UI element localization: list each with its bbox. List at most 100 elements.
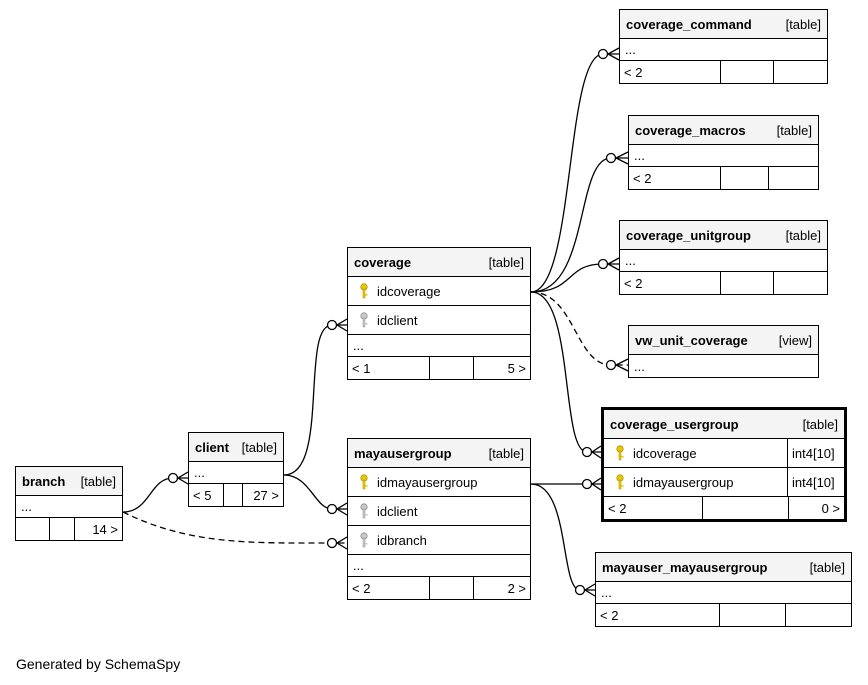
footer-spacer (50, 518, 75, 540)
table-footer: < 2 2 > (348, 577, 530, 599)
parents-count (16, 518, 50, 540)
table-name: branch (22, 473, 66, 489)
footer-spacer (721, 61, 774, 83)
link-branch-client (122, 477, 188, 513)
table-mayauser-mayausergroup[interactable]: mayauser_mayausergroup [table] ... < 2 (595, 552, 852, 627)
table-footer: < 2 0 > (604, 497, 844, 519)
table-name: vw_unit_coverage (635, 332, 748, 348)
table-header: branch [table] (16, 467, 122, 496)
column-ellipsis: ... (16, 496, 122, 518)
table-coverage-usergroup[interactable]: coverage_usergroup [table] idcoverage in… (601, 407, 847, 522)
column-ellipsis: ... (348, 335, 530, 357)
table-kind: [table] (785, 16, 821, 32)
column-row: idmayausergroup int4[10] (604, 468, 844, 497)
table-coverage[interactable]: coverage [table] idcoverage idclient ...… (347, 247, 531, 380)
footer-spacer (703, 497, 789, 519)
table-footer: < 2 (629, 167, 818, 189)
column-ellipsis: ... (620, 250, 827, 272)
column-ellipsis: ... (629, 145, 818, 167)
column-row: idcoverage (348, 277, 530, 306)
table-kind: [table] (802, 416, 838, 432)
parents-count: < 1 (348, 357, 430, 379)
table-vw-unit-coverage[interactable]: vw_unit_coverage [view] ... (628, 325, 819, 378)
table-header: client [table] (189, 433, 283, 462)
parents-count: < 5 (189, 484, 224, 506)
table-footer: < 1 5 > (348, 357, 530, 379)
table-kind: [table] (785, 227, 821, 243)
footer-spacer (721, 167, 769, 189)
table-branch[interactable]: branch [table] ... 14 > (15, 466, 123, 541)
column-row: idmayausergroup (348, 468, 530, 497)
link-client-mayausergroup (283, 474, 347, 510)
table-header: coverage_command [table] (620, 10, 827, 39)
table-coverage-macros[interactable]: coverage_macros [table] ... < 2 (628, 115, 819, 190)
primary-key-icon (616, 445, 624, 461)
table-header: coverage_usergroup [table] (604, 410, 844, 439)
link-coverage-vw-unit-coverage (530, 291, 628, 366)
table-footer: 14 > (16, 518, 122, 540)
table-name: mayausergroup (354, 445, 452, 461)
table-coverage-command[interactable]: coverage_command [table] ... < 2 (619, 9, 828, 84)
table-name: coverage_usergroup (610, 416, 739, 432)
table-header: mayausergroup [table] (348, 439, 530, 468)
children-count: 0 > (821, 500, 840, 516)
foreign-key-icon (360, 532, 368, 548)
column-row: idclient (348, 306, 530, 335)
table-header: coverage_macros [table] (629, 116, 818, 145)
link-coverage-coverage-command (530, 53, 619, 293)
table-name: mayauser_mayausergroup (602, 559, 768, 575)
column-name: idmayausergroup (633, 474, 734, 490)
column-ellipsis: ... (620, 39, 827, 61)
link-coverage-coverage-macros (530, 157, 628, 293)
table-kind: [table] (488, 445, 524, 461)
column-ellipsis: ... (596, 582, 851, 604)
table-name: client (195, 439, 229, 455)
link-branch-mayausergroup (122, 511, 347, 544)
table-coverage-unitgroup[interactable]: coverage_unitgroup [table] ... < 2 (619, 220, 828, 295)
footer-spacer (430, 357, 474, 379)
column-name: idclient (377, 312, 418, 328)
column-row: idcoverage int4[10] (604, 439, 844, 468)
foreign-key-icon (360, 312, 368, 328)
table-kind: [table] (488, 254, 524, 270)
column-name: idclient (377, 503, 418, 519)
column-ellipsis: ... (348, 555, 530, 577)
children-count (786, 604, 851, 626)
table-name: coverage_command (626, 16, 752, 32)
table-kind: [table] (809, 559, 845, 575)
table-name: coverage (354, 254, 412, 270)
generator-credit: Generated by SchemaSpy (16, 656, 181, 672)
table-kind: [table] (776, 122, 812, 138)
children-count (774, 272, 827, 294)
footer-spacer (430, 577, 474, 599)
column-row: idbranch (348, 526, 530, 555)
table-kind: [table] (80, 473, 116, 489)
table-header: coverage [table] (348, 248, 530, 277)
link-coverage-coverage-usergroup (530, 291, 601, 453)
parents-count: < 2 (620, 61, 721, 83)
children-count: 2 > (507, 580, 526, 596)
parents-count: < 2 (604, 497, 703, 519)
table-mayausergroup[interactable]: mayausergroup [table] idmayausergroup id… (347, 438, 531, 600)
table-footer: < 2 (596, 604, 851, 626)
table-client[interactable]: client [table] ... < 5 27 > (188, 432, 284, 507)
column-name: idbranch (377, 532, 427, 548)
table-name: coverage_unitgroup (626, 227, 751, 243)
primary-key-icon (360, 474, 368, 490)
children-count: 14 > (92, 521, 118, 537)
children-count: 5 > (507, 360, 526, 376)
table-kind: [table] (241, 439, 277, 455)
primary-key-icon (616, 474, 624, 490)
table-header: coverage_unitgroup [table] (620, 221, 827, 250)
parents-count: < 2 (348, 577, 430, 599)
link-client-coverage (283, 324, 347, 476)
table-footer: < 5 27 > (189, 484, 283, 506)
parents-count: < 2 (629, 167, 721, 189)
column-name: idmayausergroup (377, 474, 478, 490)
column-ellipsis: ... (189, 462, 283, 484)
column-ellipsis: ... (634, 358, 645, 374)
table-header: vw_unit_coverage [view] (629, 326, 818, 355)
column-name: idcoverage (633, 445, 697, 461)
children-count (769, 167, 818, 189)
